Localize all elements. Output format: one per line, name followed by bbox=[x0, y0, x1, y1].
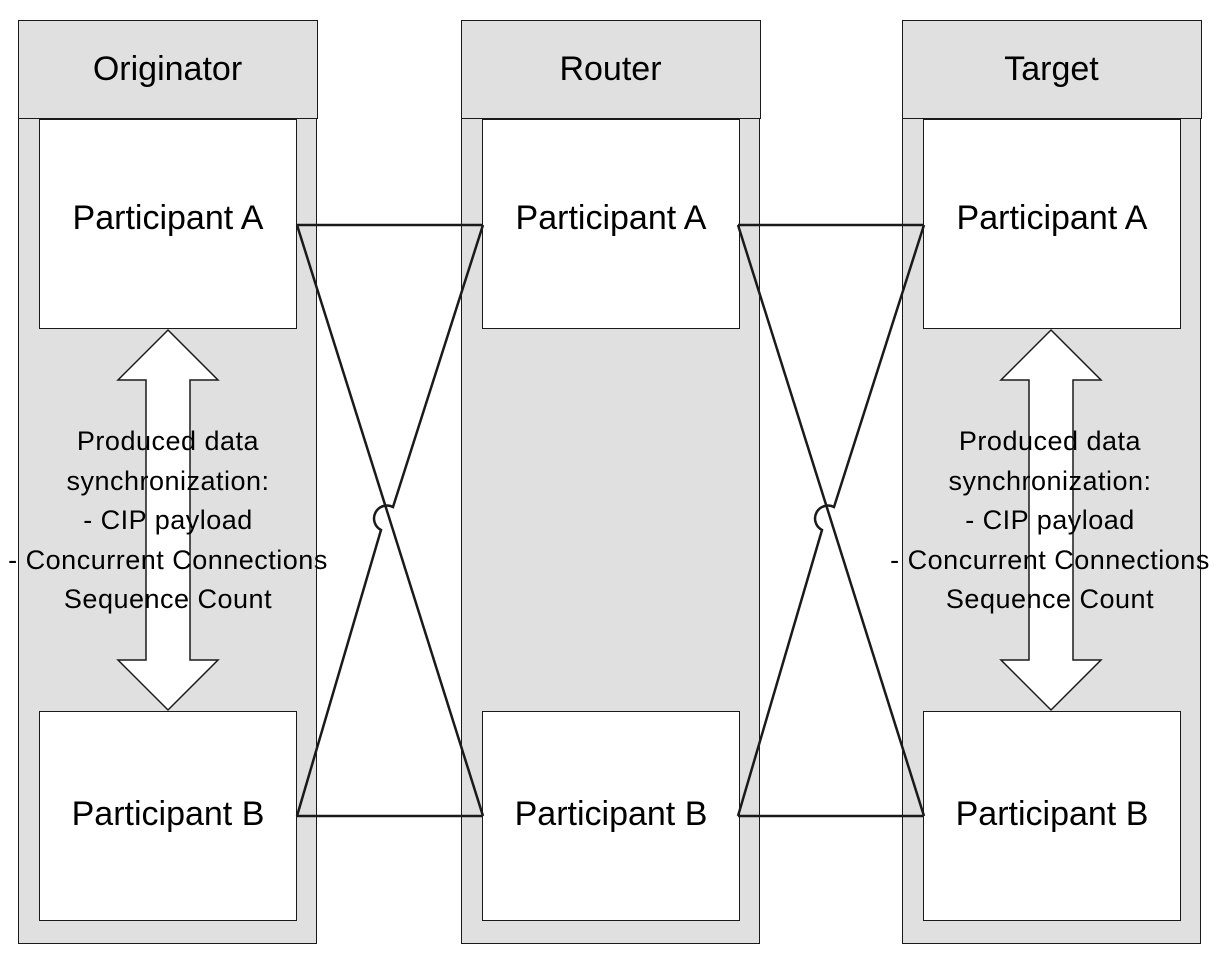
router-column: Router Participant A Participant B bbox=[460, 19, 761, 944]
target-participant-b: Participant B bbox=[923, 711, 1181, 921]
sync-line: synchronization: bbox=[66, 465, 270, 496]
router-participant-b: Participant B bbox=[482, 711, 740, 921]
originator-participant-b-label: Participant B bbox=[71, 794, 265, 833]
target-header-label: Target bbox=[1004, 49, 1099, 88]
router-participant-a-label: Participant A bbox=[515, 198, 707, 237]
target-column: Target Participant A Participant B bbox=[901, 19, 1202, 944]
originator-header: Originator bbox=[17, 19, 318, 119]
originator-participant-b: Participant B bbox=[39, 711, 297, 921]
originator-sync-label: Produced data synchronization: - CIP pay… bbox=[0, 422, 338, 620]
sync-line: Produced data bbox=[958, 426, 1142, 456]
sync-line: Produced data bbox=[76, 426, 260, 456]
target-header: Target bbox=[901, 19, 1202, 119]
sync-line: Sequence Count bbox=[945, 584, 1155, 614]
originator-participant-a-label: Participant A bbox=[72, 198, 264, 237]
sync-line: - CIP payload bbox=[965, 505, 1135, 535]
target-participant-a-label: Participant A bbox=[956, 198, 1148, 237]
originator-participant-a: Participant A bbox=[39, 119, 297, 329]
originator-column: Originator Participant A Participant B bbox=[17, 19, 318, 944]
router-header: Router bbox=[460, 19, 761, 119]
target-participant-a: Participant A bbox=[923, 119, 1181, 329]
sync-line: - CIP payload bbox=[83, 505, 253, 535]
target-sync-label: Produced data synchronization: - CIP pay… bbox=[880, 422, 1220, 620]
router-participant-b-label: Participant B bbox=[514, 794, 708, 833]
sync-line: synchronization: bbox=[948, 465, 1152, 496]
sync-line: - Concurrent Connections bbox=[8, 544, 328, 575]
router-participant-a: Participant A bbox=[482, 119, 740, 329]
target-participant-b-label: Participant B bbox=[955, 794, 1149, 833]
sync-line: Sequence Count bbox=[63, 584, 273, 614]
originator-header-label: Originator bbox=[92, 49, 243, 88]
sync-line: - Concurrent Connections bbox=[890, 544, 1210, 575]
router-header-label: Router bbox=[559, 49, 662, 88]
